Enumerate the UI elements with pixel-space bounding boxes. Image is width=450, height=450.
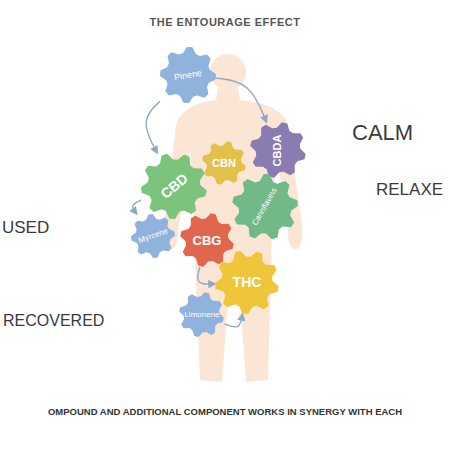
gear-outline — [177, 210, 238, 271]
gear-outline — [127, 210, 179, 262]
cycle-arrow — [133, 200, 141, 214]
gear-outline — [219, 161, 311, 253]
cycle-arrow — [146, 101, 160, 153]
compound-name: THC — [233, 275, 262, 289]
cycle-arrow — [198, 267, 215, 284]
diagram-title: THE ENTOURAGE EFFECT — [0, 16, 450, 28]
gear-node: Cannflavins — [232, 174, 298, 240]
gear-outline — [211, 246, 283, 318]
gear-node: Limonene — [179, 292, 224, 337]
compound-name: CBDA — [273, 134, 284, 166]
cycle-arrow — [216, 78, 266, 122]
head-shape — [210, 54, 246, 90]
gear-outline — [177, 290, 228, 341]
gear-node: Myrcene — [131, 214, 175, 258]
gear-outline — [199, 138, 249, 188]
gear-node: CBN — [202, 141, 246, 185]
diagram-caption: OMPOUND AND ADDITIONAL COMPONENT WORKS I… — [0, 406, 450, 417]
cycle-arrow — [225, 314, 243, 327]
gear-node: CBD — [141, 153, 207, 219]
gear-node: THC — [215, 250, 279, 314]
effect-label: USED — [2, 218, 49, 238]
gear-node: CBDA — [250, 122, 306, 178]
effect-label: CALM — [352, 120, 413, 146]
gear-node: CBG — [180, 213, 234, 267]
effect-label: RELAXE — [376, 180, 443, 200]
gear-outline — [129, 141, 219, 231]
compound-name: CBN — [212, 158, 236, 169]
effect-label: RECOVERED — [3, 312, 104, 330]
gear-outline — [246, 118, 309, 181]
gear-node: Pinene — [160, 47, 216, 103]
compound-name: Limonene — [184, 311, 219, 319]
gear-outline — [159, 46, 217, 104]
compound-name: CBG — [193, 234, 222, 247]
